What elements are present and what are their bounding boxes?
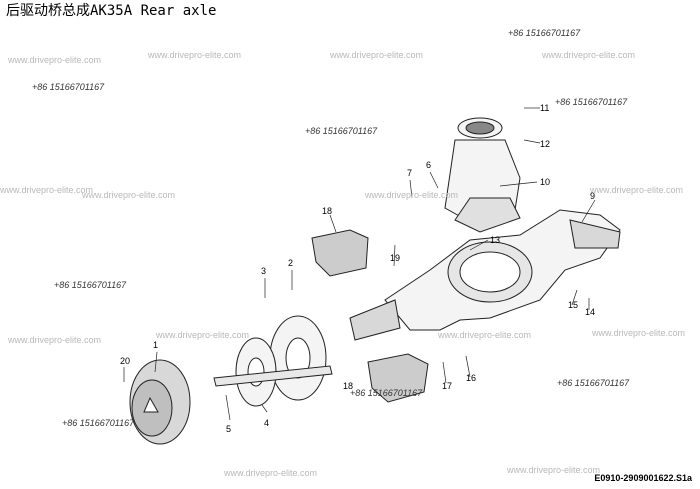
callout-20: 20 <box>120 356 131 366</box>
watermark-phone: +86 15166701167 <box>54 280 127 290</box>
wheel-hub <box>129 359 191 445</box>
axle-housing <box>349 209 621 341</box>
watermark-site: www.drivepro-elite.com <box>8 55 102 65</box>
watermark-site: www.drivepro-elite.com <box>0 185 94 195</box>
callout-1: 1 <box>153 340 159 350</box>
callout-9: 9 <box>590 191 596 201</box>
brake-caliper-top <box>311 229 369 277</box>
watermark-phone: +86 15166701167 <box>32 82 105 92</box>
watermark-site: www.drivepro-elite.com <box>542 50 636 60</box>
watermark-site: www.drivepro-elite.com <box>507 465 601 475</box>
callout-6: 6 <box>426 160 432 170</box>
watermark-phone: +86 15166701167 <box>555 97 628 107</box>
watermark-site: www.drivepro-elite.com <box>156 330 250 340</box>
callout-8: 18 <box>322 206 333 216</box>
watermark-site: www.drivepro-elite.com <box>8 335 102 345</box>
brake-disc <box>269 315 327 401</box>
leader-lines <box>123 107 596 421</box>
page-title: 后驱动桥总成AK35A Rear axle <box>6 3 217 19</box>
watermark-site: www.drivepro-elite.com <box>438 330 532 340</box>
drawing-code: E0910-2909001622.S1a <box>594 473 692 483</box>
watermark-phone: +86 15166701167 <box>62 418 135 428</box>
callout-17: 17 <box>442 381 453 391</box>
watermark-phone: +86 15166701167 <box>350 388 423 398</box>
watermark-site: www.drivepro-elite.com <box>82 190 176 200</box>
watermark-phone: +86 15166701167 <box>508 28 581 38</box>
callout-19: 19 <box>390 253 401 263</box>
callout-18-bottom: 18 <box>343 381 354 391</box>
callout-2: 2 <box>288 258 294 268</box>
watermark-site: www.drivepro-elite.com <box>148 50 242 60</box>
watermark-site: www.drivepro-elite.com <box>224 468 318 478</box>
differential-carrier <box>444 117 521 233</box>
watermark-phone: +86 15166701167 <box>557 378 630 388</box>
callout-16: 16 <box>466 373 477 383</box>
watermark-phone: +86 15166701167 <box>305 126 378 136</box>
brake-caliper-bottom <box>367 353 429 403</box>
watermark-site: www.drivepro-elite.com <box>330 50 424 60</box>
callout-10: 10 <box>540 177 551 187</box>
callout-7: 7 <box>407 168 413 178</box>
callout-12: 12 <box>540 139 551 149</box>
callout-15: 15 <box>568 300 579 310</box>
half-shaft <box>213 365 333 387</box>
callout-3: 3 <box>261 266 267 276</box>
watermark-site: www.drivepro-elite.com <box>365 190 459 200</box>
watermark-site: www.drivepro-elite.com <box>592 328 686 338</box>
callout-4: 4 <box>264 418 270 428</box>
watermark-site: www.drivepro-elite.com <box>590 185 684 195</box>
callout-11: 11 <box>540 103 550 113</box>
callout-14: 14 <box>585 307 596 317</box>
callout-5: 5 <box>226 424 232 434</box>
callout-13: 13 <box>490 235 501 245</box>
